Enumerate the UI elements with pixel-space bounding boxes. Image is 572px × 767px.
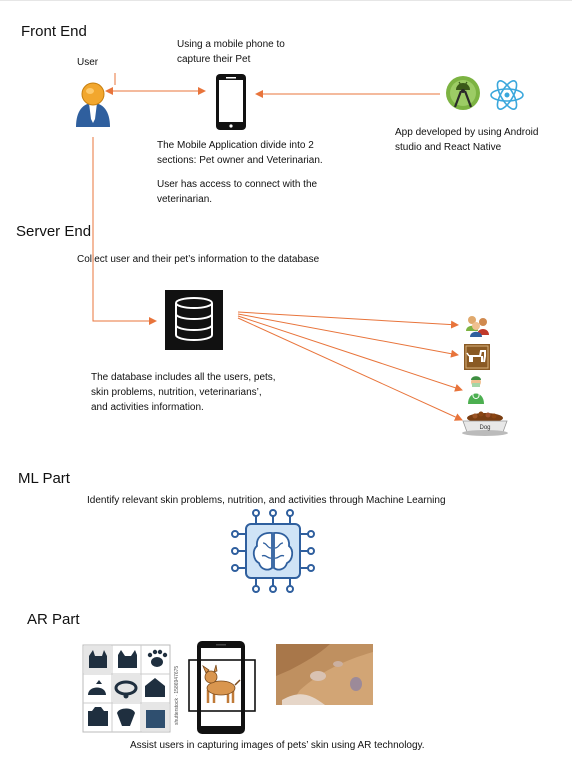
- user-to-database-arrow: [92, 137, 157, 325]
- android-studio-icon: [446, 76, 480, 110]
- connectors: [92, 73, 463, 421]
- dog-bowl-label: Dog: [479, 425, 490, 431]
- db-to-pets-arrow: [237, 313, 459, 358]
- cat-icon: [89, 650, 107, 668]
- pet-skin-photo: [276, 644, 373, 705]
- dog-pet-icon: [464, 344, 490, 370]
- ml-part-title: ML Part: [18, 470, 70, 487]
- app-caption: App developed by using Android studio an…: [395, 127, 539, 153]
- db-to-users-arrow: [237, 311, 459, 329]
- user-icon: [76, 82, 110, 127]
- db-to-vet-arrow: [237, 315, 463, 392]
- ar-smartphone-icon: [188, 641, 256, 734]
- stock-watermark: shutterstock · 1586947675: [174, 666, 180, 725]
- cartoon-dog-icon: [202, 664, 241, 703]
- pet-cage-icon: [146, 710, 165, 728]
- dog-head-icon: [118, 650, 137, 668]
- ar-part-title: AR Part: [27, 611, 80, 628]
- user-label: User: [77, 57, 99, 68]
- react-icon: [490, 80, 524, 110]
- ar-caption: Assist users in capturing images of pets…: [130, 740, 425, 751]
- pet-icon-sheet: [82, 644, 171, 733]
- db-to-nutrition-arrow: [237, 317, 463, 421]
- veterinarian-icon: [468, 376, 484, 404]
- server-end-title: Server End: [16, 223, 92, 240]
- pet-bed-icon: [117, 708, 135, 726]
- users-group-icon: [466, 316, 489, 337]
- pet-carrier-icon: [88, 707, 108, 726]
- collar-icon: [114, 680, 138, 699]
- mouse-icon: [88, 680, 106, 695]
- database-icon: [165, 290, 223, 350]
- dog-food-bowl-icon: [462, 411, 508, 436]
- phone-caption: Using a mobile phone to capture their Pe…: [177, 39, 285, 65]
- doghouse-icon: [145, 678, 165, 697]
- ml-description: Identify relevant skin problems, nutriti…: [87, 495, 446, 506]
- top-divider: [0, 0, 572, 1]
- mobile-app-description: The Mobile Application divide into 2 sec…: [157, 140, 323, 166]
- database-description: The database includes all the users, pet…: [91, 372, 276, 413]
- user-access-description: User has access to connect with the vete…: [157, 179, 318, 205]
- collect-info-text: Collect user and their pet’s information…: [77, 254, 320, 265]
- paw-icon: [147, 649, 168, 667]
- front-end-title: Front End: [21, 23, 87, 40]
- smartphone-icon: [216, 74, 246, 130]
- brain-chip-icon: [231, 509, 315, 593]
